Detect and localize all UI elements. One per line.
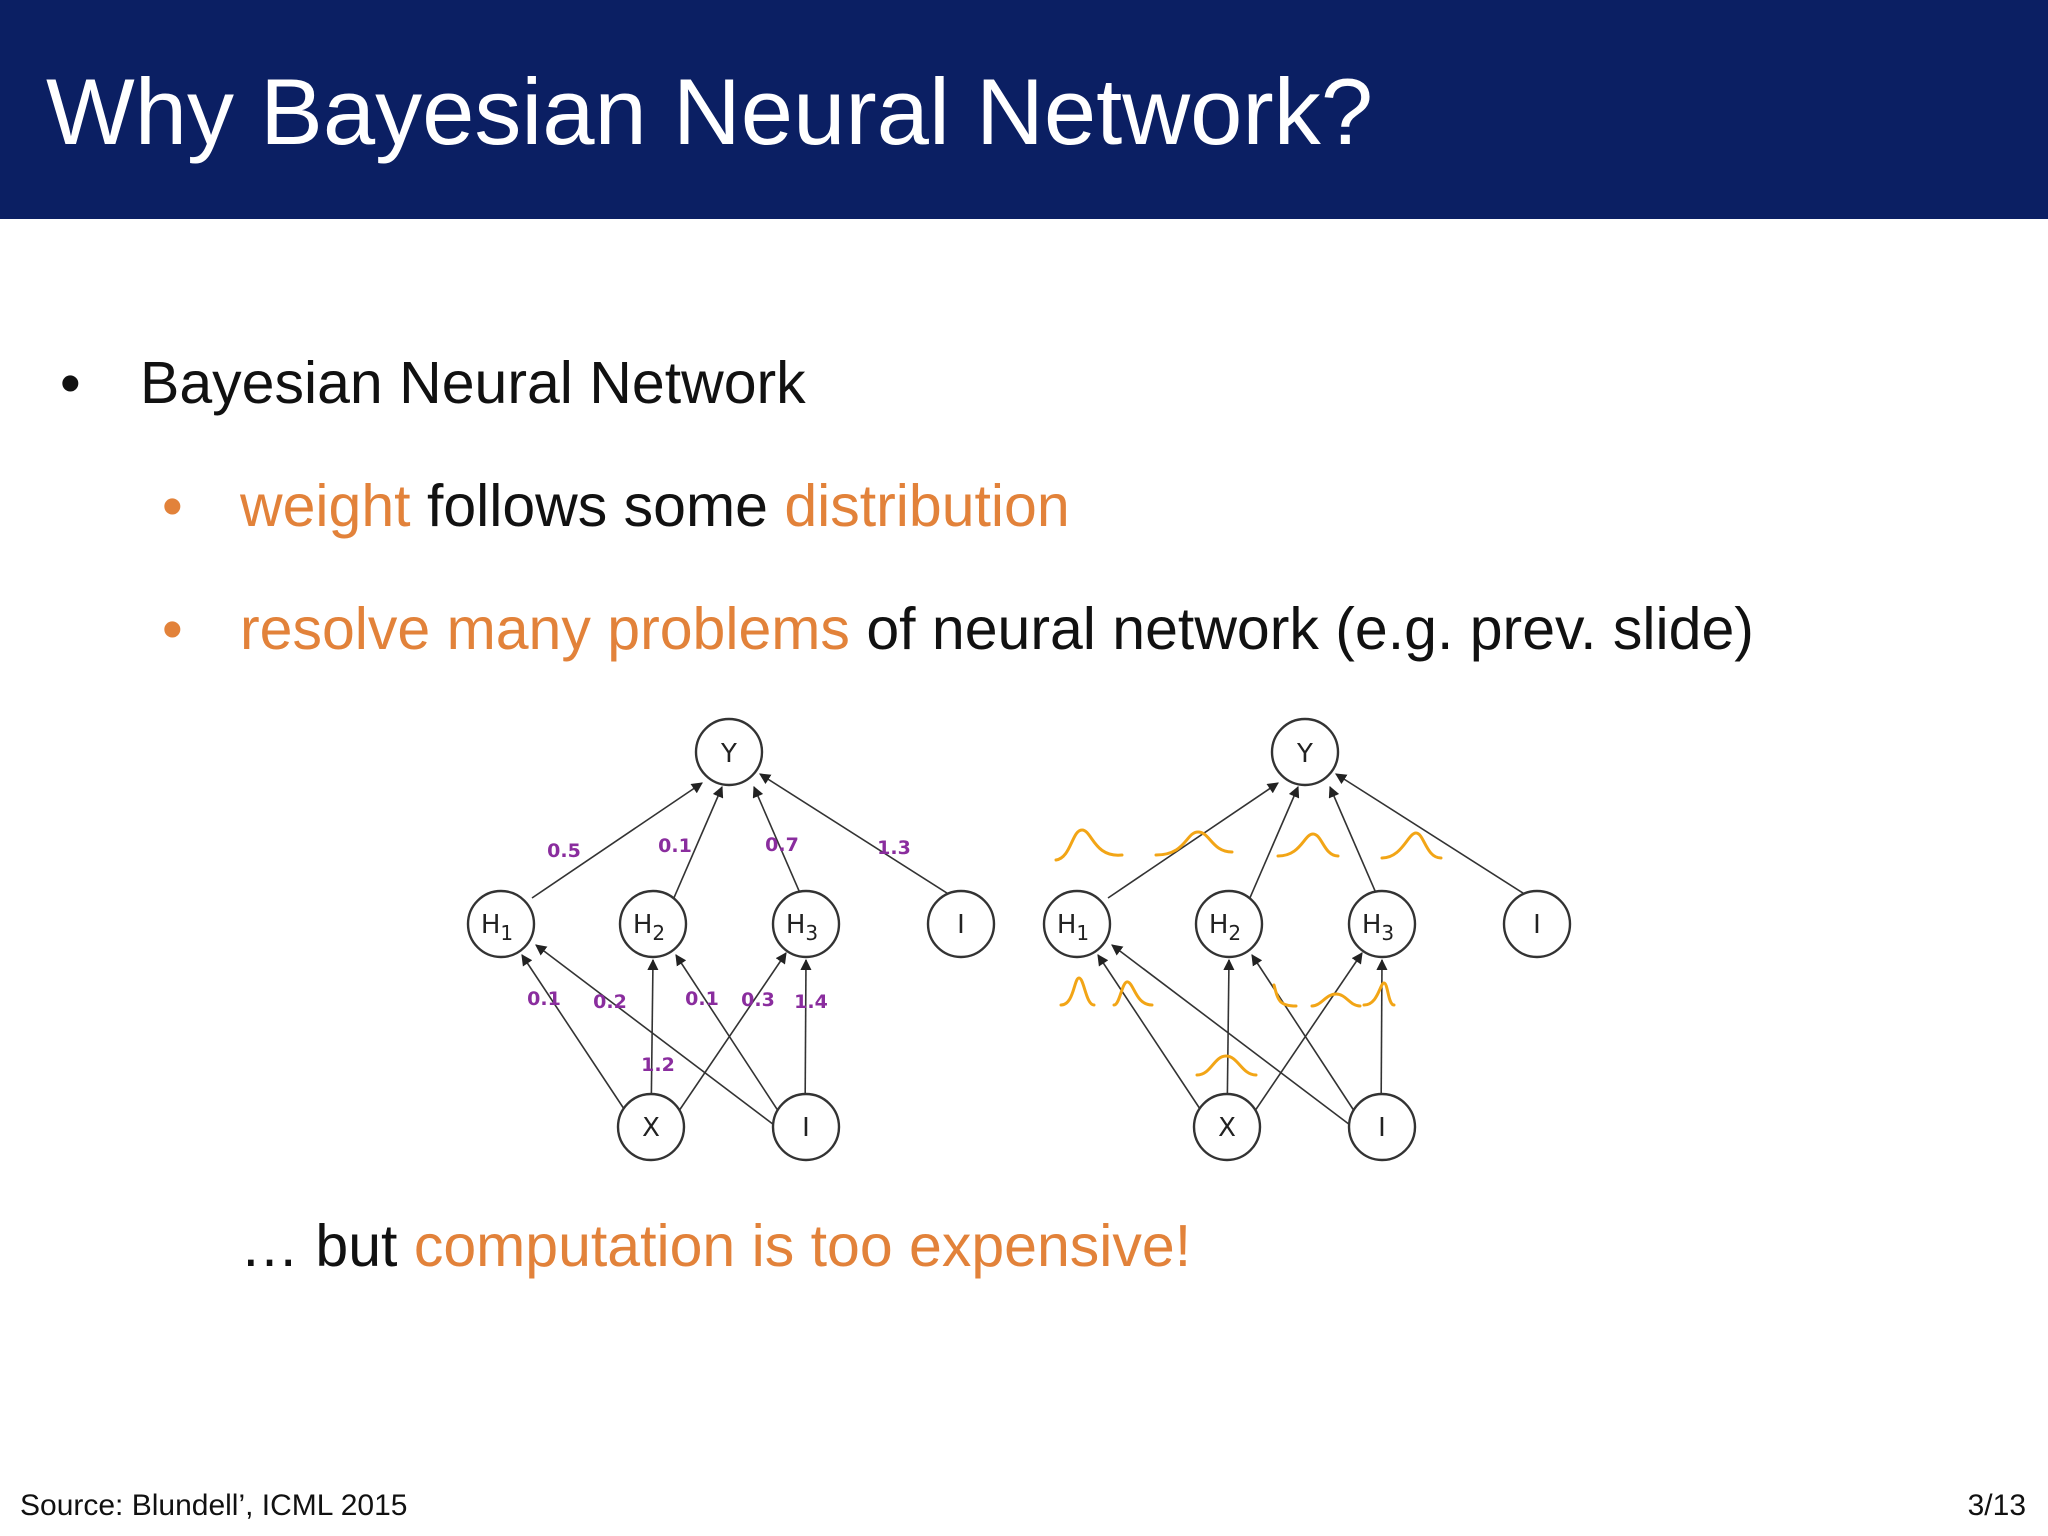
label-bias-input: I <box>1378 1113 1386 1143</box>
distribution-icon <box>1112 980 1154 1007</box>
edge-h3-y <box>1328 785 1380 901</box>
node-x <box>616 1092 686 1162</box>
edge-b-h1 <box>1111 944 1359 1132</box>
weight-h2-y: 0.1 <box>658 835 692 857</box>
page-number: 3/13 <box>1967 1489 2026 1522</box>
edge-h2-y <box>1248 785 1300 901</box>
label-h2: H2 <box>1209 910 1241 945</box>
text-follows: follows some <box>410 473 785 539</box>
edge-b-y <box>1335 773 1538 903</box>
weight-b-h3: 1.4 <box>794 991 828 1013</box>
edge-b-y <box>759 773 962 903</box>
node-y <box>694 717 764 787</box>
keyword-resolve: resolve many problems <box>240 596 850 662</box>
network-diagram: Y H1 H2 H3 I X I 0.5 0.1 0.7 1.3 0.1 0.2… <box>466 717 1572 1162</box>
source-citation: Source: Blundell’, ICML 2015 <box>20 1489 408 1522</box>
label-x: X <box>642 1113 660 1143</box>
label-y: Y <box>1296 739 1313 769</box>
conclusion-line: … but computation is too expensive! <box>240 1211 1191 1281</box>
text-neural-network: of neural network (e.g. prev. slide) <box>849 596 1754 662</box>
distribution-icon <box>1272 983 1298 1008</box>
edge-h1-y <box>531 782 703 899</box>
node-h3 <box>1347 889 1417 959</box>
weight-b-y: 1.3 <box>877 837 911 859</box>
node-h2 <box>618 889 688 959</box>
distribution-icon <box>1059 976 1096 1007</box>
edge-x-h1 <box>521 954 637 1128</box>
node-h3 <box>771 889 841 959</box>
weight-x-h3: 0.3 <box>741 989 775 1011</box>
distribution-icon <box>1310 992 1362 1008</box>
distribution-icon <box>1195 1054 1258 1077</box>
node-h1 <box>1042 889 1112 959</box>
label-h2: H2 <box>633 910 665 945</box>
sub-bullet-dot: • <box>162 473 183 539</box>
distribution-icon <box>1054 828 1124 862</box>
label-bias-hidden: I <box>1533 910 1541 940</box>
weight-h1-y: 0.5 <box>547 840 581 862</box>
edge-b-h1 <box>535 944 783 1132</box>
bullet-dot: • <box>60 350 81 416</box>
label-bias-hidden: I <box>957 910 965 940</box>
label-h1: H1 <box>1057 910 1089 945</box>
edge-h3-y <box>752 785 804 901</box>
label-bias-input: I <box>802 1113 810 1143</box>
distribution-icon <box>1276 832 1340 858</box>
edge-h1-y <box>1107 782 1279 899</box>
weight-h3-y: 0.7 <box>765 834 799 856</box>
weight-x-h2: 1.2 <box>641 1054 675 1076</box>
label-y: Y <box>720 739 737 769</box>
label-h3: H3 <box>786 910 818 945</box>
conclusion-highlight: computation is too expensive! <box>413 1213 1192 1279</box>
conclusion-prefix: … but <box>240 1213 414 1279</box>
weight-b-h2: 0.1 <box>685 988 719 1010</box>
label-x: X <box>1218 1113 1236 1143</box>
bayesian-network: Y H1 H2 H3 I X I <box>1042 717 1572 1162</box>
label-h1: H1 <box>481 910 513 945</box>
slide-title: Why Bayesian Neural Network? <box>46 59 1373 164</box>
edge-b-h2 <box>675 954 789 1127</box>
distribution-icon <box>1362 981 1396 1007</box>
title-bar: Why Bayesian Neural Network? <box>0 0 2048 219</box>
node-bias-input <box>1347 1092 1417 1162</box>
node-y <box>1270 717 1340 787</box>
keyword-weight: weight <box>240 473 411 539</box>
node-bias-input <box>771 1092 841 1162</box>
node-h2 <box>1194 889 1264 959</box>
sub-bullet-dot: • <box>162 596 183 662</box>
sub-bullet-weight-text: weight follows some distribution <box>240 471 1070 541</box>
weight-distributions <box>1054 828 1443 1077</box>
weight-b-h1: 0.2 <box>593 991 627 1013</box>
edge-h2-y <box>672 785 724 901</box>
edge-x-h3 <box>1241 952 1363 1131</box>
node-x <box>1192 1092 1262 1162</box>
distribution-icon <box>1380 831 1443 860</box>
sub-bullet-resolve-text: resolve many problems of neural network … <box>240 594 1754 664</box>
keyword-distribution: distribution <box>784 473 1070 539</box>
weight-x-h1: 0.1 <box>527 988 561 1010</box>
edge-x-h3 <box>665 952 787 1131</box>
bullet-main-text: Bayesian Neural Network <box>140 350 806 416</box>
standard-network: Y H1 H2 H3 I X I 0.5 0.1 0.7 1.3 0.1 0.2… <box>466 717 996 1162</box>
label-h3: H3 <box>1362 910 1394 945</box>
distribution-icon <box>1154 830 1234 857</box>
edge-b-h2 <box>1251 954 1365 1127</box>
node-h1 <box>466 889 536 959</box>
node-bias-hidden <box>926 889 996 959</box>
edge-x-h1 <box>1097 954 1213 1128</box>
node-bias-hidden <box>1502 889 1572 959</box>
